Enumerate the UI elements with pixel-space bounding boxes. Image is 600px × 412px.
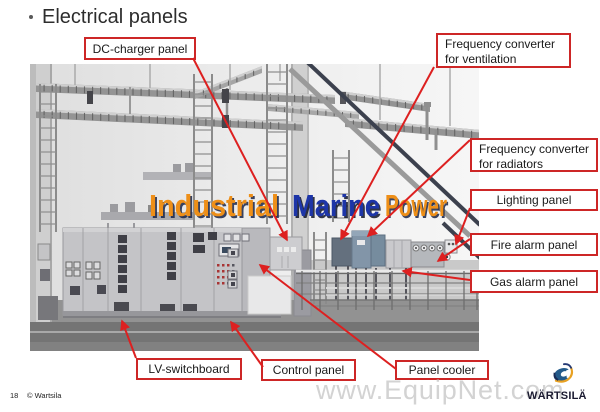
svg-text:WÄRTSILÄ: WÄRTSILÄ <box>527 389 587 402</box>
